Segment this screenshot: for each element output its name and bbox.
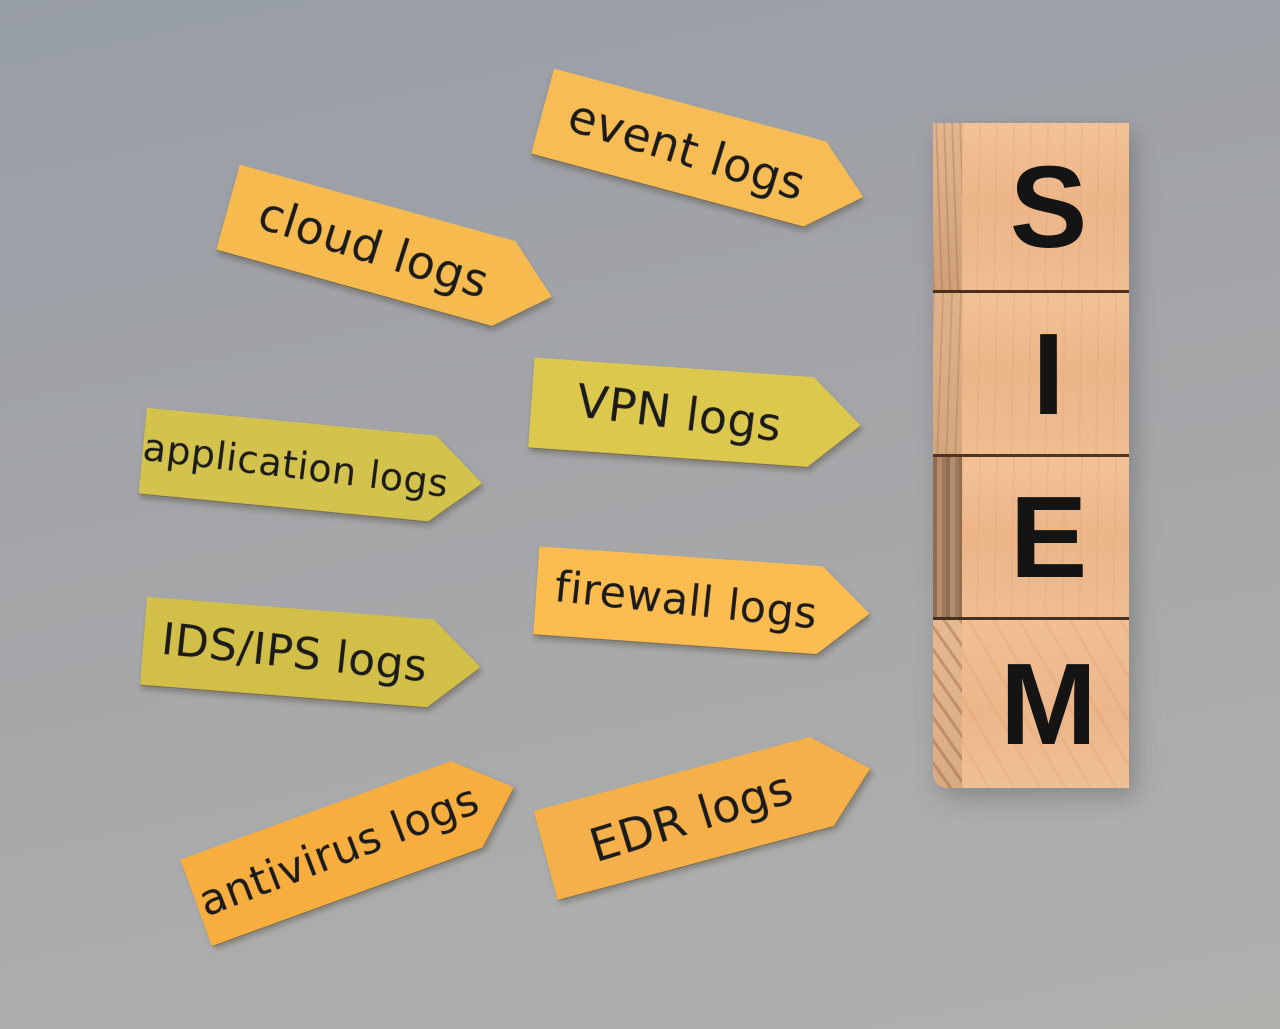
arrow-shape: firewall logs	[533, 546, 872, 657]
block-letter-s: S	[1009, 141, 1088, 272]
arrow-event-logs: event logs	[531, 69, 874, 240]
arrow-label-application-logs: application logs	[140, 424, 451, 506]
arrow-antivirus-logs: antivirus logs	[180, 744, 529, 946]
arrow-shape: antivirus logs	[180, 744, 529, 946]
wood-face: M	[962, 620, 1129, 788]
arrow-label-firewall-logs: firewall logs	[552, 562, 820, 640]
arrow-shape: cloud logs	[216, 165, 563, 340]
wood-face: S	[962, 123, 1129, 290]
wood-side-facet	[933, 620, 962, 788]
arrow-ids-ips-logs: IDS/IPS logs	[140, 597, 484, 711]
arrow-application-logs: application logs	[139, 408, 487, 526]
block-letter-i: I	[1032, 308, 1065, 439]
wooden-block-i: I	[933, 293, 1129, 457]
wooden-block-e: E	[933, 457, 1129, 620]
arrow-vpn-logs: VPN logs	[528, 358, 863, 471]
arrow-edr-logs: EDR logs	[534, 724, 882, 900]
siem-block-column: S I E M	[933, 123, 1129, 788]
wood-side-facet	[933, 123, 962, 290]
block-letter-e: E	[1009, 472, 1088, 602]
arrow-label-ids-ips-logs: IDS/IPS logs	[159, 613, 431, 692]
wood-side-facet	[933, 293, 962, 454]
arrow-shape: event logs	[531, 69, 874, 240]
arrow-label-vpn-logs: VPN logs	[573, 373, 785, 453]
arrow-label-event-logs: event logs	[561, 88, 812, 212]
arrow-shape: EDR logs	[534, 724, 882, 900]
arrow-label-cloud-logs: cloud logs	[251, 185, 496, 310]
arrow-cloud-logs: cloud logs	[216, 165, 563, 340]
arrow-shape: application logs	[139, 408, 487, 526]
wood-face: E	[962, 457, 1129, 617]
arrow-firewall-logs: firewall logs	[533, 546, 872, 657]
arrow-shape: IDS/IPS logs	[140, 597, 484, 711]
arrow-shape: VPN logs	[528, 358, 863, 471]
block-letter-m: M	[1000, 639, 1097, 769]
wood-side-facet	[933, 457, 962, 617]
arrow-label-antivirus-logs: antivirus logs	[191, 774, 487, 928]
wooden-block-m: M	[933, 620, 1129, 788]
wooden-block-s: S	[933, 123, 1129, 293]
wood-face: I	[962, 293, 1129, 454]
arrow-label-edr-logs: EDR logs	[583, 760, 800, 873]
